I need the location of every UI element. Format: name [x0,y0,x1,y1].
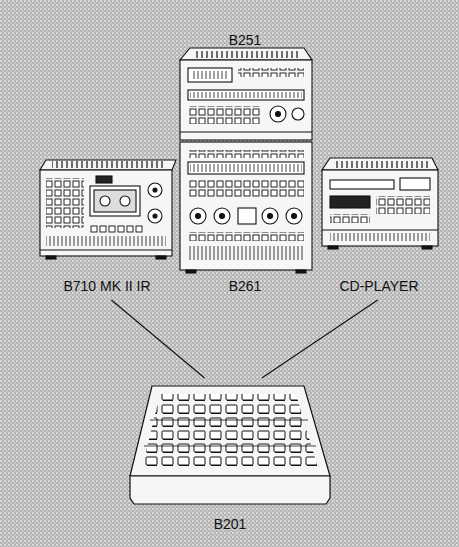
tuner-unit-part [270,106,286,122]
remote-control-part [144,446,316,447]
cassette-deck [40,160,176,259]
tuner-unit-part [180,60,312,140]
cd-player-part [322,229,438,230]
amplifier-unit-part [214,208,230,224]
cassette-deck-part [40,170,172,256]
cassette-box: B710 MK II IR [34,156,180,300]
cd-player-part [328,246,338,249]
device-label: B710 MK II IR [63,278,150,294]
cassette-deck-part [90,224,144,233]
tuner-unit-part [180,48,312,60]
tuner-unit-part [188,90,304,100]
amplifier-unit-part [268,214,273,219]
tuner-unit-part [276,112,281,117]
device-label: B251 [229,32,262,48]
amplifier-unit-part [262,208,278,224]
tuner-unit-part [180,131,312,132]
amplifier-box: B261 [178,146,312,300]
amplifier-unit-part [188,232,304,241]
device-label: B261 [229,278,262,294]
cd-player-part [322,158,438,170]
cd-player-part [334,160,430,168]
cassette-deck-part [100,196,110,206]
device-label: B201 [214,516,247,532]
amplifier-unit-part [296,270,306,273]
cd-player-part [422,246,432,249]
remote-control-part [150,420,308,421]
cd-player-part [330,233,430,241]
cd-player-part [330,180,394,189]
amplifier-unit-part [188,150,304,158]
amplifier-unit-part [238,208,256,224]
connector-line [262,300,378,378]
tuner-unit-part [188,68,232,82]
cassette-deck-part [46,178,84,228]
tuner-unit-part [191,71,229,79]
tuner-unit-part [292,108,304,120]
remote-control-part [130,476,330,504]
cassette-deck-part [156,256,166,259]
cassette-deck-part [153,188,157,192]
amplifier-unit [180,142,312,273]
cd-player-part [376,196,430,214]
cassette-deck-part [90,186,140,216]
amplifier-unit-part [188,162,304,174]
amplifier-unit-part [190,164,302,172]
amplifier-unit-part [188,180,304,198]
amplifier-unit-part [188,246,304,260]
cassette-deck-part [40,160,176,170]
tuner-unit-part [188,106,260,124]
amplifier-unit-part [292,214,297,219]
cassette-deck-part [148,209,162,223]
cd-box: CD-PLAYER [316,156,442,300]
amplifier-unit-part [220,214,225,219]
amplifier-unit-part [186,270,196,273]
cd-player-part [330,214,370,223]
cassette-deck-part [46,236,166,246]
tuner-unit-part [238,68,304,77]
cassette-deck-part [148,183,162,197]
cassette-deck-part [120,196,130,206]
cassette-deck-part [96,176,112,183]
cd-player-part [322,170,438,246]
cassette-deck-part [94,190,136,212]
cassette-deck-part [46,256,56,259]
tuner-unit-part [194,50,300,59]
cassette-deck-part [153,214,157,218]
remote-control-part [130,386,330,476]
amplifier-unit-part [196,214,201,219]
cd-player [322,158,438,249]
tuner-unit-part [190,92,302,98]
cassette-deck-part [40,249,172,250]
remote-control [130,386,330,504]
remote-control-part [142,394,318,468]
tuner-unit [180,48,312,140]
connector-line [111,300,204,378]
amplifier-unit-part [180,142,312,270]
amplifier-unit-part [286,208,302,224]
cd-player-part [330,196,370,208]
tuner-box: B251 [178,28,312,146]
cd-player-part [400,178,430,190]
device-label: CD-PLAYER [339,278,418,294]
remote-box: B201 [124,378,336,538]
amplifier-unit-part [190,208,206,224]
cassette-deck-part [52,161,164,169]
